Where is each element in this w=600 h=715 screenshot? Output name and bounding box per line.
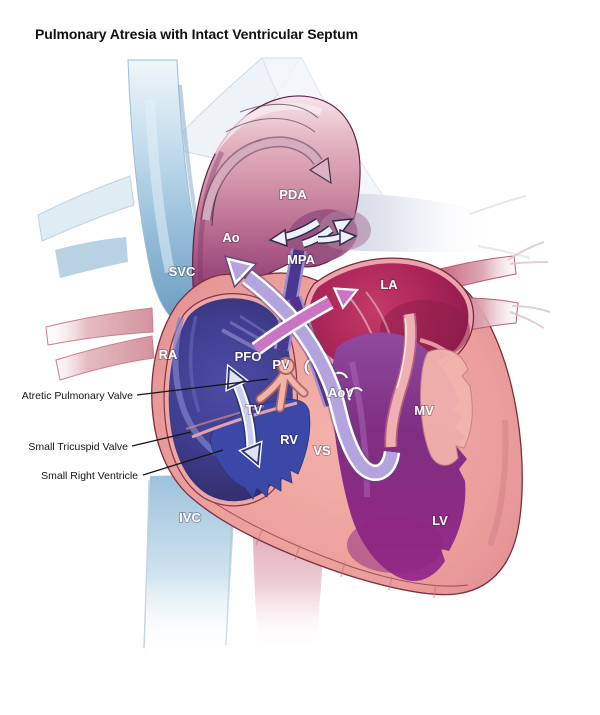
annotation-atretic-pulmonary-valve: Atretic Pulmonary Valve	[22, 390, 133, 402]
label-tv: TV	[246, 402, 263, 417]
label-pv: PV	[272, 357, 290, 372]
label-pda: PDA	[279, 187, 307, 202]
flow-arrow-tricuspid	[225, 363, 263, 469]
label-pfo: PFO	[235, 349, 262, 364]
arch-arrow-head	[308, 156, 332, 185]
anatomy-labels: PDA Ao MPA SVC LA RA PFO PV AoV TV MV RV…	[158, 186, 450, 529]
label-rv: RV	[280, 432, 298, 447]
flow-arrow-head-la	[332, 287, 360, 310]
label-ra: RA	[159, 347, 178, 362]
callout-annotations: Atretic Pulmonary Valve Small Tricuspid …	[22, 378, 269, 482]
label-la: LA	[380, 277, 398, 292]
arch-flow-arrows	[200, 103, 332, 227]
label-ivc: IVC	[179, 510, 201, 525]
atretic-pulmonary-valve	[255, 357, 309, 413]
flow-arrow-pfo-to-la	[251, 287, 360, 356]
label-vs: VS	[313, 443, 331, 458]
annotation-small-right-ventricle: Small Right Ventricle	[41, 470, 138, 482]
pda-flow-arrows	[268, 218, 358, 249]
label-mpa: MPA	[287, 252, 316, 267]
leader-line-small-right-ventricle	[142, 449, 224, 476]
label-mv: MV	[414, 403, 434, 418]
leader-line-atretic-pulmonary-valve	[136, 378, 269, 396]
leader-line-small-tricuspid-valve	[131, 431, 192, 447]
annotation-small-tricuspid-valve: Small Tricuspid Valve	[28, 441, 128, 453]
page-title: Pulmonary Atresia with Intact Ventricula…	[35, 26, 358, 42]
label-svc: SVC	[169, 264, 196, 279]
label-lv: LV	[432, 513, 448, 528]
mitral-inflow-tube	[384, 312, 418, 448]
mitral-wall	[420, 348, 473, 466]
flow-arrow-lv-to-aorta	[223, 255, 402, 483]
label-aov: AoV	[328, 385, 354, 400]
label-ao: Ao	[222, 230, 239, 245]
right-pulmonary-veins-left	[45, 307, 155, 381]
